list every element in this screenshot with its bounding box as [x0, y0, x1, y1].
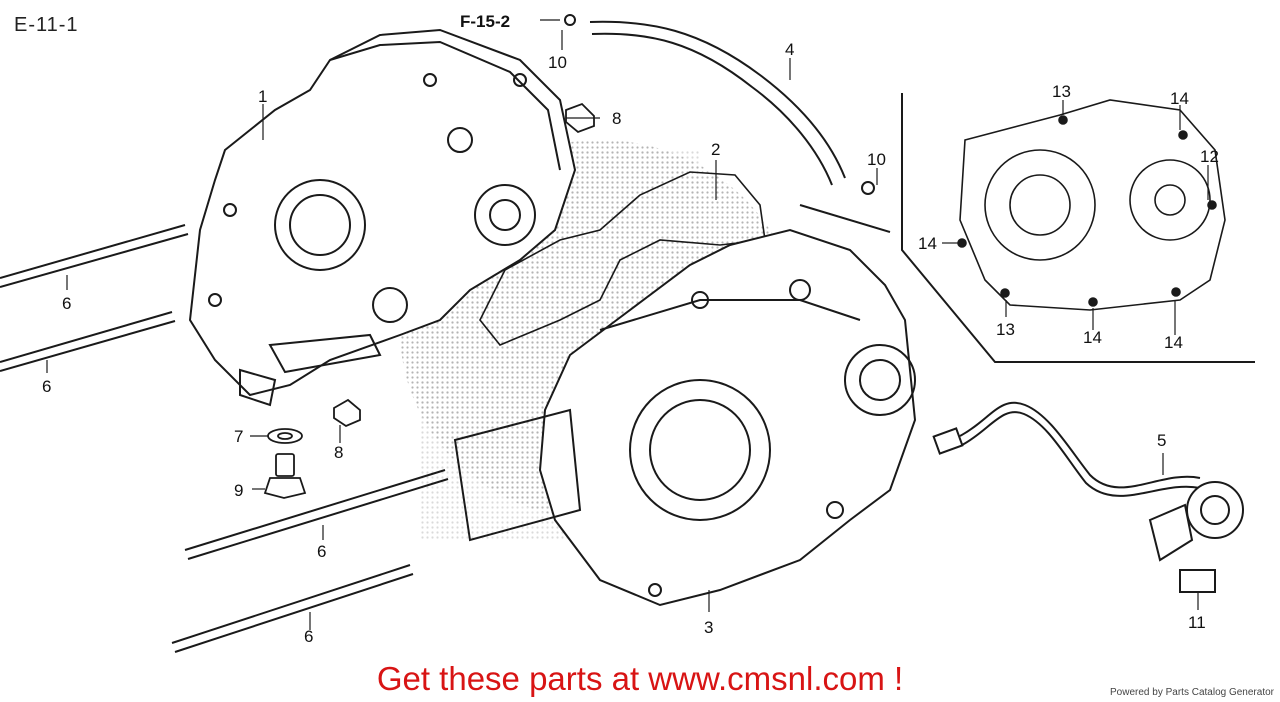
page-code: E-11-1	[14, 14, 79, 36]
callout-12: 12	[1200, 147, 1219, 166]
powered-by-note: Powered by Parts Catalog Generator	[1110, 687, 1274, 698]
callout-1: 1	[258, 87, 267, 106]
callout-labels: 1 2 3 4 5 6 6 6 6 7 8 8 9 10 10 11 12 13…	[42, 40, 1219, 646]
callout-4: 4	[785, 40, 794, 59]
leader-lines	[46, 19, 1209, 630]
left-crankcase	[188, 28, 577, 407]
reference-label: F-15-2	[460, 12, 510, 31]
callout-8: 8	[612, 109, 621, 128]
callout-6: 6	[317, 542, 326, 561]
drain-bolt-and-washer	[263, 428, 307, 499]
inset-crankcase-detail	[957, 99, 1226, 311]
callout-6: 6	[62, 294, 71, 313]
right-crankcase	[453, 228, 917, 607]
callout-14: 14	[1170, 89, 1189, 108]
stud-bolts	[0, 224, 449, 653]
callout-13: 13	[996, 320, 1015, 339]
callout-13: 13	[1052, 82, 1071, 101]
callout-2: 2	[711, 140, 720, 159]
breather-tube	[564, 14, 875, 195]
callout-3: 3	[704, 618, 713, 637]
callout-8: 8	[334, 443, 343, 462]
callout-7: 7	[234, 427, 243, 446]
callout-9: 9	[234, 481, 243, 500]
callout-6: 6	[42, 377, 51, 396]
neutral-switch-harness	[932, 401, 1244, 593]
inset-frame	[799, 93, 1255, 363]
callout-14: 14	[918, 234, 937, 253]
callout-11: 11	[1188, 613, 1206, 632]
callout-14: 14	[1164, 333, 1183, 352]
callout-5: 5	[1157, 431, 1166, 450]
callout-14: 14	[1083, 328, 1102, 347]
crankcase-gasket	[479, 171, 766, 346]
parts-link-banner[interactable]: Get these parts at www.cmsnl.com !	[376, 660, 904, 697]
callout-10: 10	[548, 53, 567, 72]
callout-10: 10	[867, 150, 886, 169]
callout-6: 6	[304, 627, 313, 646]
